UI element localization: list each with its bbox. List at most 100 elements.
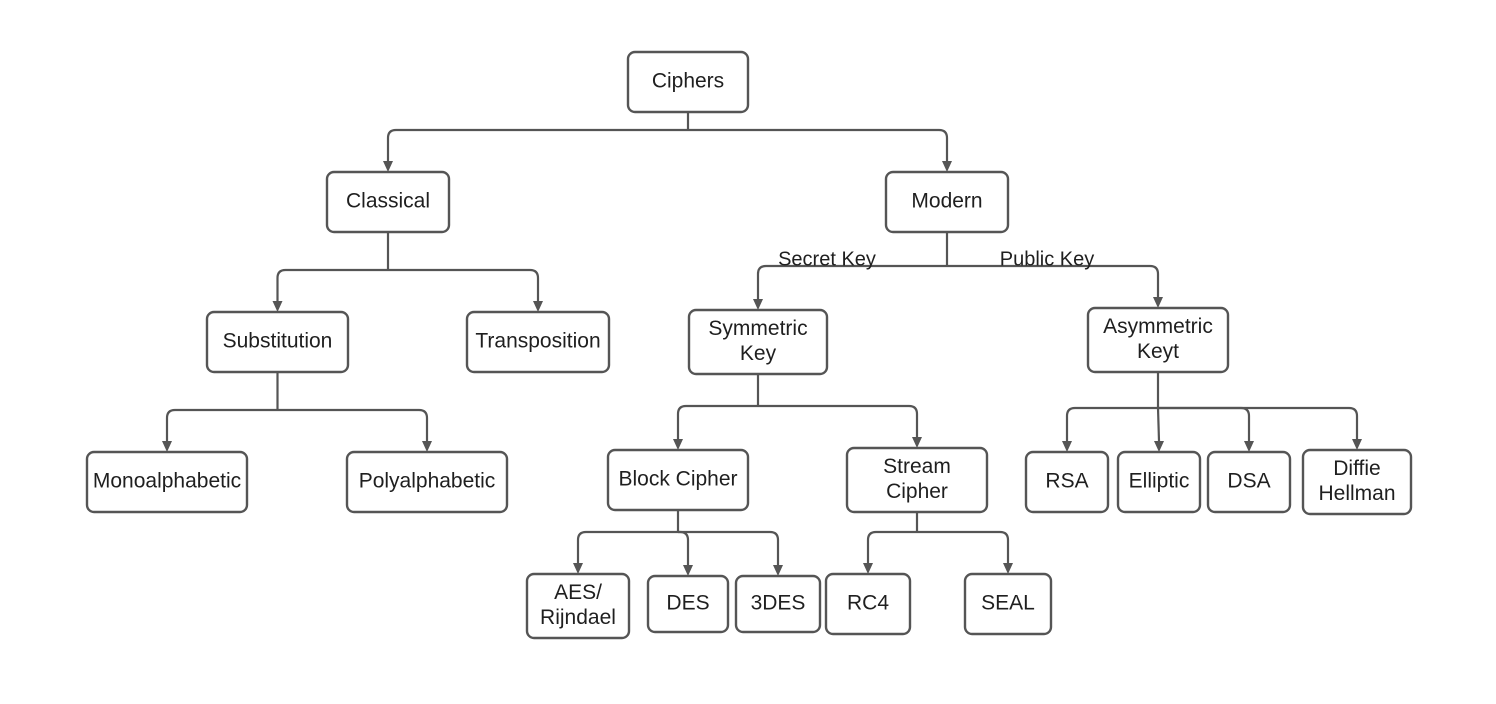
node-box (325, 170, 451, 234)
node-des[interactable]: DES (646, 574, 730, 634)
node-substitution[interactable]: Substitution (205, 310, 350, 374)
arrow-head-icon (1244, 441, 1254, 452)
edge-line (756, 264, 947, 299)
edge-label-layer: Secret Key Public Key (778, 248, 1094, 270)
node-box (687, 308, 829, 376)
node-rc4[interactable]: RC4 (824, 572, 912, 636)
node-transposition[interactable]: Transposition (465, 310, 611, 374)
node-label: DES (666, 592, 709, 615)
edge-symmetric-stream (758, 404, 922, 448)
node-box (626, 50, 750, 114)
edge-label-secret-key-label: Secret Key (778, 248, 876, 270)
edge-modern-asymmetric (947, 264, 1163, 308)
edge-line (917, 530, 1010, 563)
node-label: DSA (1227, 470, 1270, 493)
edge-line (1156, 407, 1161, 442)
node-rsa[interactable]: RSA (1024, 450, 1110, 514)
edge-layer (162, 112, 1362, 576)
edge-ciphers-modern (688, 128, 952, 172)
node-classical[interactable]: Classical (325, 170, 451, 234)
edge-line (165, 408, 278, 441)
node-block-cipher[interactable]: Block Cipher (606, 448, 750, 512)
node-label: Substitution (223, 330, 333, 353)
edge-line (1158, 406, 1359, 439)
edge-line (678, 530, 690, 565)
arrow-head-icon (863, 563, 873, 574)
arrow-head-icon (942, 161, 952, 172)
node-label: Keyt (1137, 340, 1179, 363)
node-label: Polyalphabetic (359, 470, 496, 493)
arrow-head-icon (383, 161, 393, 172)
arrow-head-icon (773, 565, 783, 576)
edge-block-des (678, 530, 693, 576)
node-box (1024, 450, 1110, 514)
arrow-head-icon (422, 441, 432, 452)
node-label: RC4 (847, 592, 889, 615)
edge-asymmetric-rsa (1062, 406, 1158, 452)
node-label: Ciphers (652, 70, 724, 93)
node-label: Block Cipher (618, 468, 737, 491)
node-box (606, 448, 750, 512)
node-box (85, 450, 249, 514)
node-label: SEAL (981, 592, 1035, 615)
node-ciphers[interactable]: Ciphers (626, 50, 750, 114)
edge-label-public-key-label: Public Key (1000, 248, 1095, 270)
node-box (1206, 450, 1292, 514)
node-monoalphabetic[interactable]: Monoalphabetic (85, 450, 249, 514)
edge-line (947, 264, 1160, 297)
arrow-head-icon (1154, 441, 1164, 452)
edge-line (276, 268, 388, 301)
arrow-head-icon (573, 563, 583, 574)
node-label: AES/ (554, 581, 602, 604)
edge-line (866, 530, 917, 563)
node-elliptic[interactable]: Elliptic (1116, 450, 1202, 514)
node-box (205, 310, 350, 374)
arrow-head-icon (673, 439, 683, 450)
edge-block-aes (573, 530, 678, 574)
edge-substitution-mono (162, 408, 278, 452)
arrow-head-icon (533, 301, 543, 312)
node-label: Symmetric (708, 317, 807, 340)
edge-modern-symmetric (753, 264, 947, 310)
edge-symmetric-block (673, 404, 758, 450)
edge-block-3des (678, 530, 783, 576)
node-dsa[interactable]: DSA (1206, 450, 1292, 514)
node-polyalphabetic[interactable]: Polyalphabetic (345, 450, 509, 514)
node-label: Elliptic (1129, 470, 1190, 493)
node-label: Rijndael (540, 606, 616, 629)
edge-classical-transposition (388, 268, 543, 312)
node-box (1301, 448, 1413, 516)
node-box (845, 446, 989, 514)
node-label: Classical (346, 190, 430, 213)
edge-asymmetric-diffie (1158, 406, 1362, 450)
node-label: Hellman (1318, 482, 1395, 505)
node-box (465, 310, 611, 374)
edge-line (678, 530, 780, 565)
node-label: Modern (911, 190, 982, 213)
node-seal[interactable]: SEAL (963, 572, 1053, 636)
edge-line (1065, 406, 1158, 441)
arrow-head-icon (272, 301, 283, 312)
edge-line (277, 408, 429, 441)
edge-line (576, 530, 678, 563)
node-box (1116, 450, 1202, 514)
arrow-head-icon (912, 437, 922, 448)
node-label: Cipher (886, 480, 948, 503)
node-box (884, 170, 1010, 234)
edge-stream-seal (917, 530, 1013, 574)
node-label: Monoalphabetic (93, 470, 241, 493)
node-modern[interactable]: Modern (884, 170, 1010, 234)
edge-line (758, 404, 919, 437)
node-aes-rijndael[interactable]: AES/Rijndael (525, 572, 631, 640)
node-3des[interactable]: 3DES (734, 574, 822, 634)
edge-substitution-poly (277, 408, 432, 452)
node-box (734, 574, 822, 634)
edge-line (386, 128, 688, 161)
arrow-head-icon (1003, 563, 1013, 574)
